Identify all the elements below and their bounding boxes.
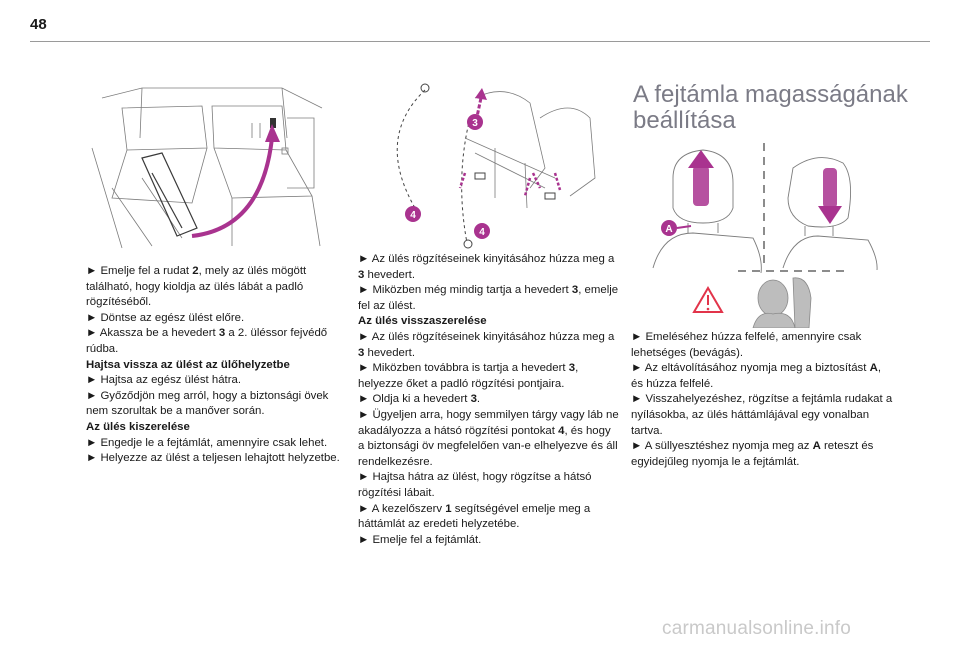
instruction-lift-seat: ► Miközben még mindig tartja a hevedert … [358, 284, 619, 312]
fig3-label-a: A [665, 224, 672, 235]
instruction-fold-flat: ► Helyezze az ülést a teljesen lehajtott… [86, 452, 340, 465]
page-number: 48 [30, 16, 47, 33]
instruction-lower: ► A süllyesztéshez nyomja meg az A retes… [631, 440, 874, 468]
instruction-raise-backrest: ► A kezelőszerv 1 segítségével emelje me… [358, 502, 591, 531]
instruction-clear-anchors: ► Ügyeljen arra, hogy semmilyen tárgy va… [358, 408, 619, 468]
instruction-raise-headrest: ► Emelje fel a fejtámlát. [358, 533, 482, 546]
instruction-release-strap: ► Oldja ki a hevedert 3. [358, 393, 481, 406]
instruction-raise: ► Emeléséhez húzza felfelé, amennyire cs… [631, 331, 862, 359]
heading-remove-seat: Az ülés kiszerelése [86, 420, 190, 433]
column-1-text: ► Emelje fel a rudat 2, mely az ülés mög… [86, 264, 344, 467]
instruction-tilt-seat: ► Döntse az egész ülést előre. [86, 311, 245, 324]
instruction-place-anchors: ► Miközben továbbra is tartja a hevedert… [358, 362, 579, 390]
instruction-refit: ► Visszahelyezéshez, rögzítse a fejtámla… [631, 393, 893, 437]
instruction-lower-headrest: ► Engedje le a fejtámlát, amennyire csak… [86, 436, 328, 449]
column-3-text: ► Emeléséhez húzza felfelé, amennyire cs… [631, 330, 893, 470]
column-2-text: ► Az ülés rögzítéseinek kinyitásához húz… [358, 252, 620, 548]
instruction-check-belts: ► Győződjön meg arról, hogy a biztonsági… [86, 389, 329, 418]
heading-refit-seat: Az ülés visszaszerelése [358, 315, 487, 328]
instruction-hook-strap: ► Akassza be a hevedert 3 a 2. üléssor f… [86, 327, 328, 355]
heading-return-seat: Hajtsa vissza az ülést az ülőhelyzetbe [86, 358, 290, 371]
seat-anchor-illustration: 3 4 4 [396, 83, 596, 249]
top-divider [30, 41, 930, 42]
section-title: A fejtámla magasságának beállítása [633, 81, 908, 134]
instruction-pull-strap: ► Az ülés rögzítéseinek kinyitásához húz… [358, 253, 615, 281]
seat-fold-illustration [91, 87, 323, 249]
warning-icon [692, 286, 724, 313]
headrest-illustration: A [652, 143, 878, 328]
fig2-label-4a: 4 [410, 210, 416, 221]
instruction-remove: ► Az eltávolításához nyomja meg a biztos… [631, 362, 881, 390]
watermark: carmanualsonline.info [662, 618, 852, 639]
fig2-label-4b: 4 [479, 227, 485, 238]
fig2-label-3: 3 [472, 118, 478, 129]
instruction-pull-strap-2: ► Az ülés rögzítéseinek kinyitásához húz… [358, 330, 615, 359]
instruction-fold-back: ► Hajtsa az egész ülést hátra. [86, 374, 241, 387]
instruction-lift-bar: ► Emelje fel a rudat 2, mely az ülés mög… [86, 265, 307, 309]
instruction-fold-seat-back: ► Hajtsa hátra az ülést, hogy rögzítse a… [358, 471, 592, 499]
